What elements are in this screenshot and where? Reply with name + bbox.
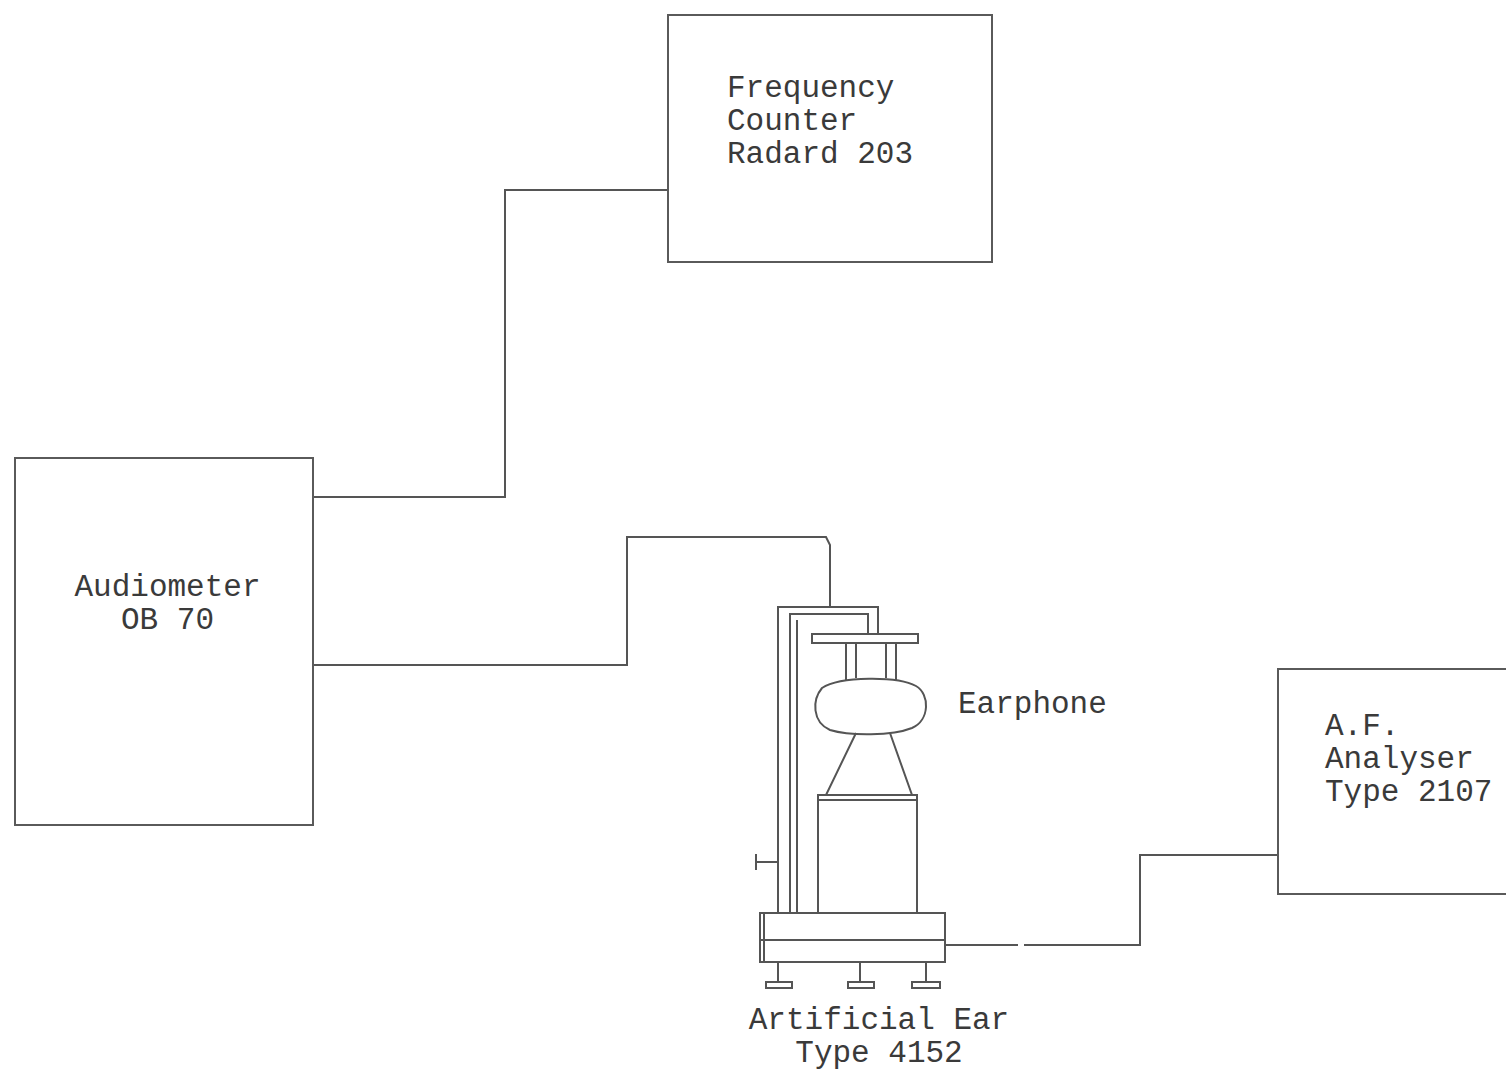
- cable-stub: [829, 598, 831, 607]
- artificial-ear-drawing: [756, 598, 1018, 988]
- part-name: Earphone: [958, 688, 1107, 721]
- instrument-box: A.F. Analyser Type 2107: [1277, 668, 1506, 895]
- signal-wire: [1024, 855, 1277, 945]
- foot: [912, 962, 940, 988]
- earphone: [815, 679, 926, 735]
- foot: [766, 962, 792, 988]
- coupler-cone: [826, 733, 912, 795]
- signal-wire: [314, 537, 830, 665]
- instrument-label: Frequency Counter Radard 203: [727, 72, 932, 171]
- top-plate: [812, 634, 918, 643]
- artificial-ear-node: Artificial Ear Type 4152: [740, 598, 1024, 1078]
- stand-rod: [778, 607, 878, 914]
- instrument-box: Frequency Counter Radard 203: [667, 14, 993, 263]
- base-line: [760, 939, 945, 941]
- instrument-label: Artificial Ear Type 4152: [744, 1004, 1014, 1070]
- adjust-knob: [756, 854, 778, 870]
- signal-wire: [314, 190, 667, 497]
- stand-rod: [796, 620, 798, 914]
- ear-base: [760, 913, 945, 962]
- base-line: [763, 913, 765, 962]
- cable-stub: [945, 944, 1018, 946]
- instrument-box: Audiometer OB 70: [14, 457, 314, 826]
- instrument-label: A.F. Analyser Type 2107: [1325, 710, 1503, 809]
- plate-legs: [846, 643, 896, 680]
- instrument-label: Audiometer OB 70: [70, 571, 265, 637]
- ear-body-line: [818, 799, 917, 801]
- ear-body: [818, 795, 917, 913]
- foot: [848, 962, 874, 988]
